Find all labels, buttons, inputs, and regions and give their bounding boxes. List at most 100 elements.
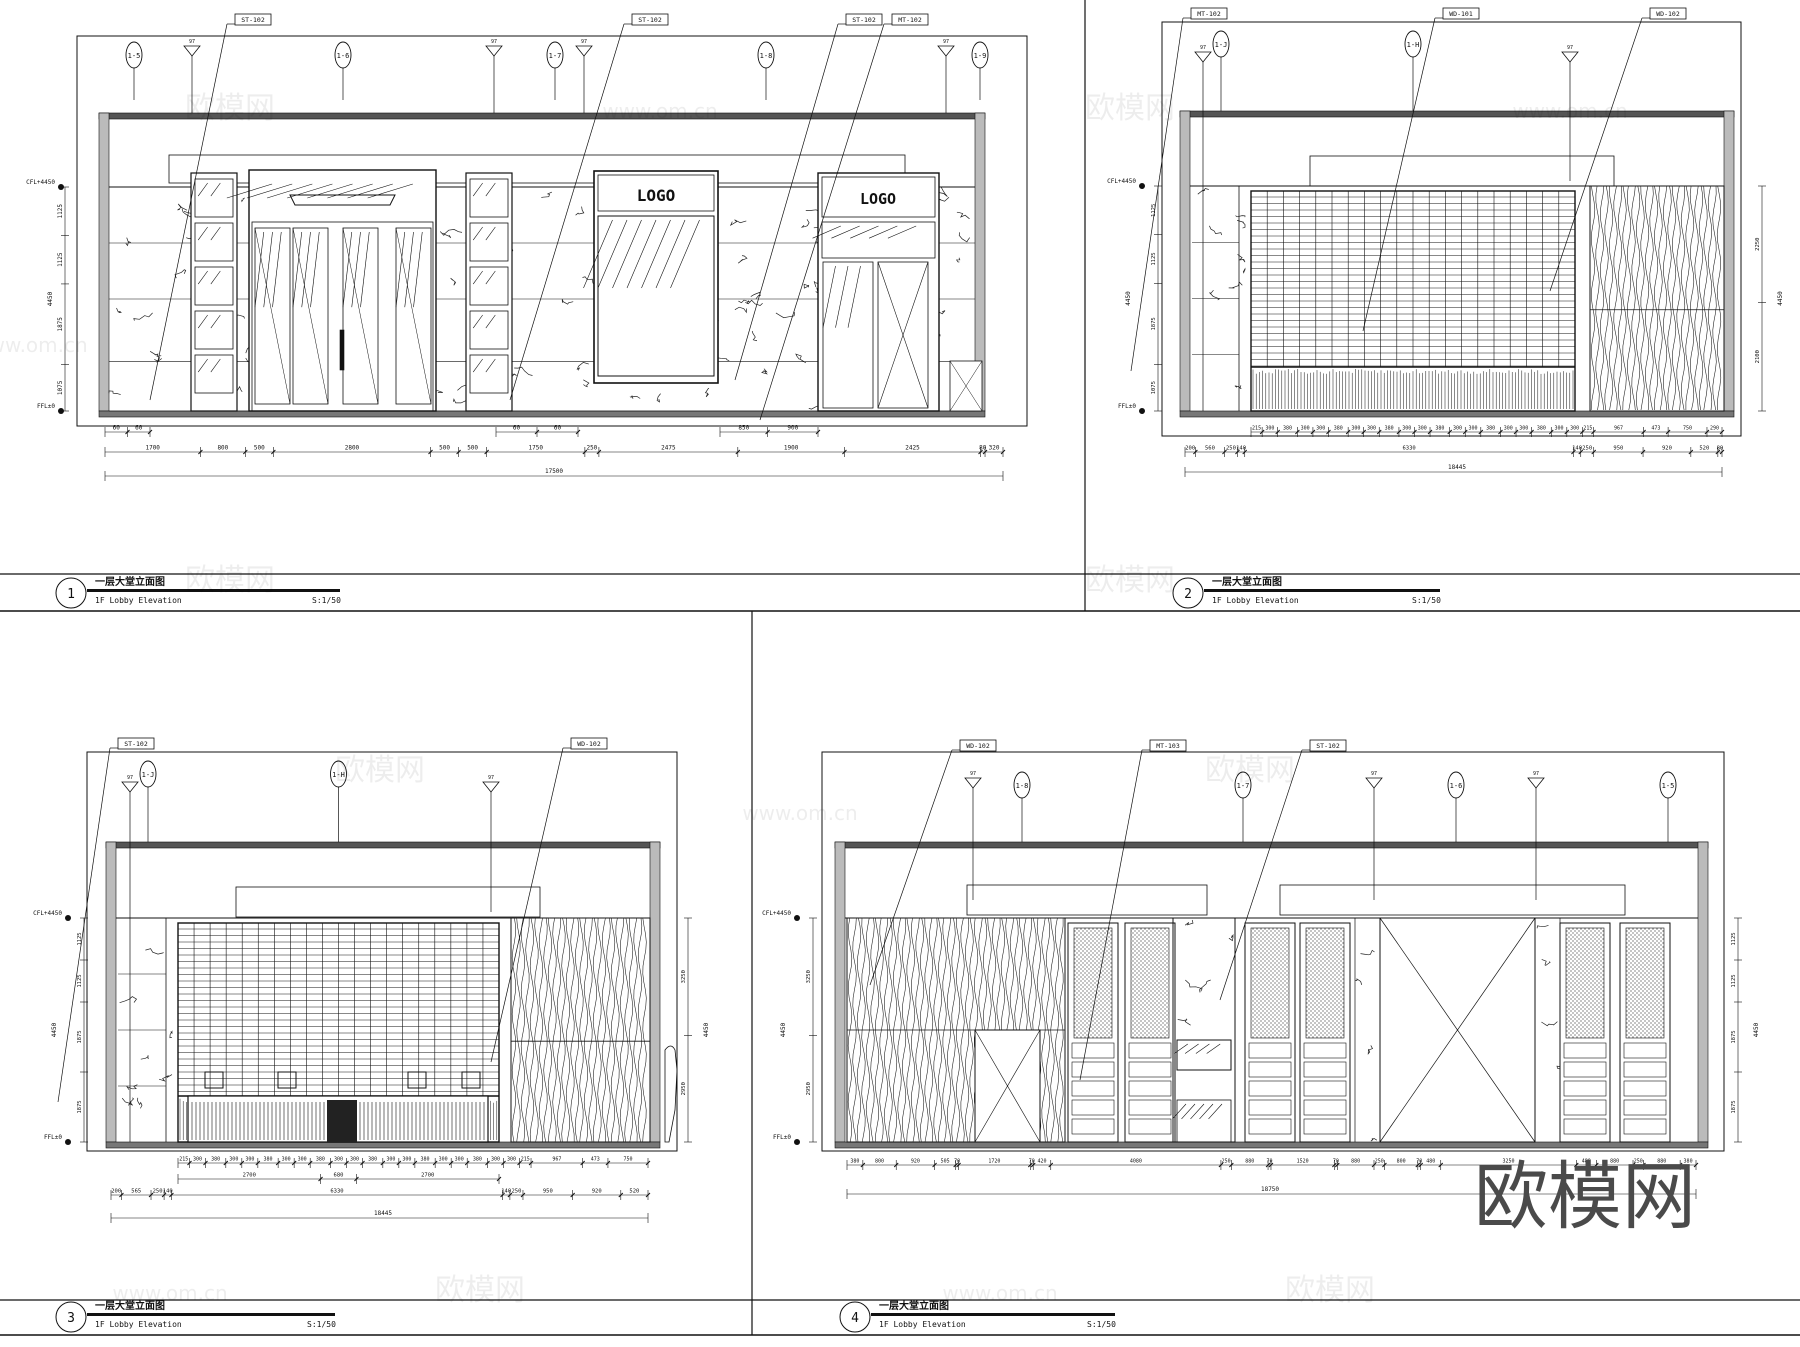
material-tag-box [1649, 7, 1687, 20]
wood-panel [1589, 185, 1725, 412]
dimension-tick [1591, 429, 1596, 435]
dimension-tick [485, 1160, 490, 1166]
wood-grain [619, 917, 625, 1143]
logo-text: LOGO [637, 186, 676, 205]
shelf [1248, 1099, 1292, 1116]
drawing-title-cn: 一层大堂立面图 [879, 1299, 949, 1312]
dimension-tick [380, 1160, 386, 1166]
dimension-label: 2800 [345, 445, 360, 452]
line [485, 358, 496, 373]
dimension-label: 1125 [77, 932, 83, 945]
marble-vein [133, 312, 153, 321]
grid-callout-bubble [334, 41, 352, 69]
shelf [1071, 1099, 1115, 1116]
shelf [1248, 1061, 1292, 1078]
door-leaf [877, 261, 929, 409]
wood-grain [547, 917, 553, 1143]
glass-panel [395, 227, 432, 405]
glass-panel [292, 227, 329, 405]
display-column [1299, 922, 1351, 1143]
dimension-label: 480 [1582, 1159, 1591, 1165]
dimension-tick [893, 1162, 899, 1168]
shelf [1563, 1042, 1607, 1059]
dimension-tick [1478, 429, 1484, 435]
dimension-tick [1412, 429, 1417, 435]
material-tag-label: WD-102 [577, 740, 601, 748]
line [485, 270, 496, 285]
shelf-cell [194, 222, 234, 262]
line [254, 231, 265, 308]
level-marker-icon [794, 915, 800, 921]
dimension-label: 1125 [1151, 204, 1157, 217]
dimension-tick [271, 449, 276, 455]
dimension-tick [1719, 449, 1725, 455]
wood-grain [861, 917, 866, 1143]
wood-grain [874, 917, 880, 1143]
desk-center-panel [327, 1100, 357, 1142]
marble-vein [761, 368, 768, 375]
material-tag-label: MT-102 [1197, 10, 1221, 18]
wood-grain [1689, 185, 1695, 411]
watermark-logo: 欧模网 [1085, 563, 1175, 598]
total-dimension: 17500 [104, 468, 1004, 481]
line [1172, 1103, 1187, 1120]
marble-vein [1541, 959, 1551, 966]
transom [821, 221, 936, 259]
line [266, 183, 313, 199]
dimension-label: 300 [1402, 426, 1411, 432]
dimension-tick [953, 1162, 959, 1168]
dimension-label: 215 [179, 1157, 188, 1163]
dimension-label: 380 [1435, 426, 1444, 432]
dimension-label: 560 [1205, 446, 1215, 452]
dimension-label: 300 [386, 1157, 395, 1163]
stipple-panel [1305, 927, 1345, 1039]
dimension-tick [575, 429, 581, 435]
shelf [1563, 1061, 1607, 1078]
wood-grain [583, 917, 589, 1143]
dimension-label: 1875 [1151, 317, 1157, 330]
floor-slab [98, 410, 986, 418]
display-column [1559, 922, 1611, 1143]
line [210, 358, 221, 373]
grid-callout-label: 1-7 [1237, 782, 1250, 790]
line [367, 183, 413, 199]
line [626, 219, 657, 289]
dimension-label: 250 [1226, 446, 1236, 452]
marble-vein [1228, 933, 1234, 942]
door-handle [339, 329, 345, 371]
marble-vein [656, 393, 661, 403]
wood-grain [610, 917, 616, 1143]
glass-panel [597, 215, 715, 377]
wood-grain [534, 917, 539, 1143]
dimension-label: 300 [334, 1157, 343, 1163]
wood-grain [1649, 185, 1654, 411]
drawing-title-cn: 一层大堂立面图 [1212, 575, 1282, 588]
material-tag-box [1309, 739, 1347, 752]
marble-vein [450, 277, 456, 286]
line [974, 1029, 1041, 1143]
dimension-tick [1268, 1162, 1274, 1168]
dimension-tick [1498, 429, 1503, 435]
marble-vein [1209, 225, 1222, 236]
line [734, 23, 839, 381]
dimension-tick [169, 1192, 174, 1198]
shelf [1071, 1061, 1115, 1078]
material-tag-label: MT-103 [1156, 742, 1180, 750]
dimension-label: 300 [402, 1157, 411, 1163]
line [1195, 1043, 1210, 1054]
dimension-tick [860, 1162, 866, 1168]
display-column [1124, 922, 1176, 1143]
dimension-tick [161, 1192, 167, 1198]
ceiling-slab [1179, 110, 1735, 118]
dimension-label: 3250 [681, 970, 687, 983]
wood-grain [1054, 917, 1060, 1143]
watermark-url: www.om.cn [1512, 99, 1627, 123]
marble-vein [442, 229, 463, 234]
drawing-title-en: 1F Lobby Elevation [95, 596, 182, 605]
line [1184, 1043, 1199, 1054]
wood-grain [847, 917, 853, 1143]
wood-grain [883, 917, 889, 1143]
glass-panel [342, 227, 379, 405]
marble-wall [118, 918, 173, 1142]
